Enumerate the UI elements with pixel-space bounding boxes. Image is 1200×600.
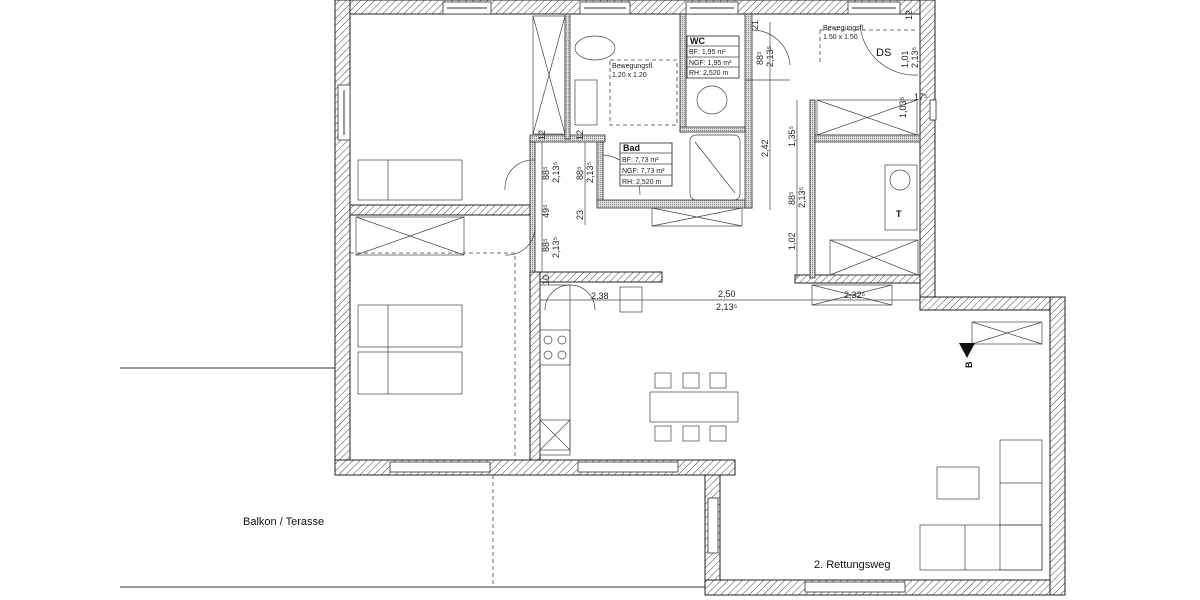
dim: 1,01: [900, 50, 910, 68]
dim: 12: [904, 10, 914, 20]
dim: 2,13⁵: [551, 236, 561, 258]
bad-bf: BF: 7,73 m²: [622, 157, 659, 164]
dim: 88⁵: [541, 238, 551, 252]
dim: 1,03⁵: [898, 96, 908, 118]
dim: 88⁵: [787, 191, 797, 205]
dryer-symbol-t: T: [896, 209, 902, 219]
dim: 1,35⁵: [787, 125, 797, 147]
dim: 2,42: [760, 139, 770, 157]
shower-symbol-ds: DS: [876, 47, 891, 59]
section-marker-label: B: [964, 361, 974, 368]
wc-ngf: NGF: 1,95 m²: [689, 60, 732, 67]
wc-bf: BF: 1,95 m²: [689, 49, 726, 56]
dim: 2,13⁵: [716, 302, 738, 312]
interior-walls: [529, 13, 921, 279]
dim: 12: [575, 130, 585, 140]
dim: 2,50: [718, 289, 736, 299]
balcony-lines: [120, 367, 705, 588]
dim: 2,13⁵: [797, 186, 807, 208]
dim: 88⁵: [541, 166, 551, 180]
bad-room-name: Bad: [623, 143, 640, 153]
section-marker-b: B: [959, 343, 975, 368]
movement-area-label: Bewegungsfl.: [612, 63, 654, 70]
dimension-lines: [540, 22, 920, 301]
escape-route-label: 2. Rettungsweg: [814, 559, 890, 571]
dim: 2,13⁵: [551, 161, 561, 183]
dim: 1,02: [787, 232, 797, 250]
dim: 12: [537, 130, 547, 140]
movement-area-size: 1.20 x 1.20: [612, 72, 647, 79]
movement-area-label: Bewegungsfl.: [823, 25, 865, 32]
dim: 88⁵: [575, 166, 585, 180]
dim: 2,13⁵: [910, 46, 920, 68]
exterior-walls: [334, 0, 1066, 596]
dim: 2,38: [591, 291, 609, 301]
dim: 49⁵: [541, 204, 551, 218]
balcony-label: Balkon / Terasse: [243, 516, 324, 528]
wc-room-table: WC BF: 1,95 m² NGF: 1,95 m² RH: 2,520 m: [686, 35, 740, 79]
furniture: [350, 15, 1043, 571]
dimension-texts: 21 12 12 12 88⁵ 2,13⁵ 1,01 2,13⁵ 17⁵ 1,0…: [537, 10, 928, 312]
bad-rh: RH: 2,520 m: [622, 179, 661, 186]
dim: 2,13⁵: [585, 161, 595, 183]
dim: 17⁵: [914, 92, 928, 102]
movement-area-size: 1.50 x 1.50: [823, 34, 858, 41]
wc-rh: RH: 2,520 m: [689, 70, 728, 77]
wc-room-name: WC: [690, 36, 705, 46]
bad-ngf: NGF: 7,73 m²: [622, 168, 665, 175]
dim: 10: [541, 275, 551, 285]
dim: 23: [575, 210, 585, 220]
dim: 21: [750, 20, 760, 30]
windows: [337, 1, 937, 593]
dim: 2,13⁵: [765, 45, 775, 67]
dim: 88⁵: [755, 51, 765, 65]
dim: 2,32⁵: [844, 290, 866, 300]
bad-room-table: Bad BF: 7,73 m² NGF: 7,73 m² RH: 2,520 m: [619, 142, 673, 187]
